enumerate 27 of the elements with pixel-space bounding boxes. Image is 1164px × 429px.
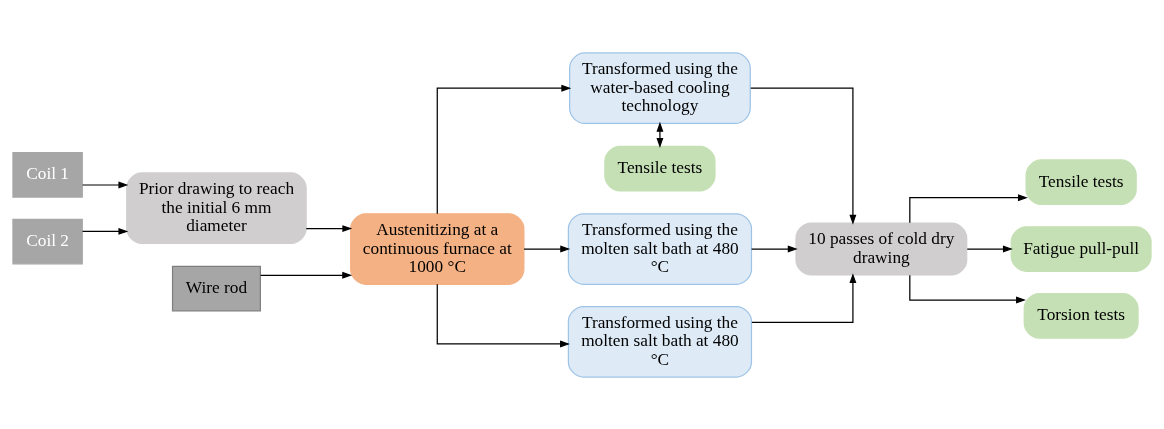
node-box: Transformed using the molten salt bath at 480 °C xyxy=(567,305,753,378)
node-box: Transformed using the water-based cooling technology xyxy=(569,51,751,124)
node-box: Prior drawing to reach the initial 6 mm diameter xyxy=(126,171,307,244)
arrow xyxy=(305,224,353,232)
node-box: Transformed using the molten salt bath at 480 °C xyxy=(567,212,753,285)
arrow xyxy=(81,181,129,188)
node-box: Torsion tests xyxy=(1023,292,1139,339)
node-box: Tensile tests xyxy=(604,145,716,191)
arrow xyxy=(81,227,129,235)
node-box: Fatigue pull-pull xyxy=(1010,225,1152,272)
node-box: Tensile tests xyxy=(1025,158,1137,205)
arrow xyxy=(523,245,571,252)
arrow xyxy=(909,193,1028,223)
arrow xyxy=(260,271,353,279)
arrow xyxy=(909,274,1026,303)
arrow xyxy=(966,245,1013,252)
node-box: Austenitizing at a continuous furnace at 1000 °C xyxy=(350,212,525,285)
arrow xyxy=(436,283,570,347)
node-box: Coil 1 xyxy=(12,151,83,198)
node-box: Coil 2 xyxy=(12,218,83,264)
arrow xyxy=(751,245,798,252)
node-box: Wire rod xyxy=(171,265,261,311)
arrow xyxy=(656,121,664,148)
node-box: 10 passes of cold dry drawing xyxy=(795,221,968,276)
arrow xyxy=(750,87,857,225)
arrow xyxy=(751,272,857,323)
arrow xyxy=(436,84,572,214)
